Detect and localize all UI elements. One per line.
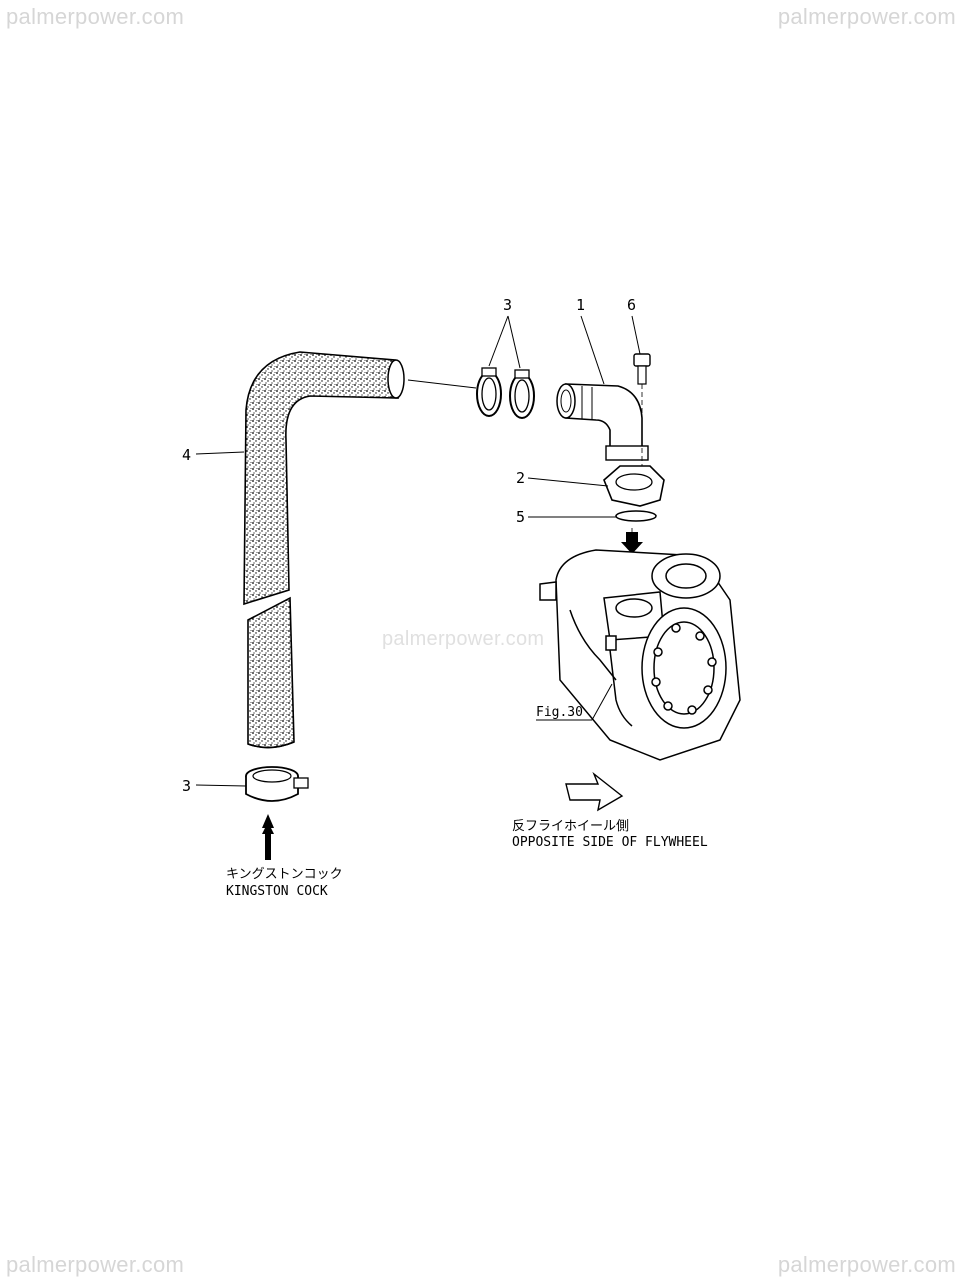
up-arrow-icon bbox=[262, 814, 274, 860]
watermark-top-right: palmerpower.com bbox=[777, 4, 956, 29]
watermark-bottom-left: palmerpower.com bbox=[6, 1252, 185, 1277]
hose-clamp-pair bbox=[476, 367, 535, 419]
callout-3-top: 3 bbox=[503, 296, 512, 314]
pump-assembly bbox=[539, 549, 741, 761]
opposite-side-en: OPPOSITE SIDE OF FLYWHEEL bbox=[512, 835, 708, 850]
kingston-cock-en: KINGSTON COCK bbox=[226, 884, 328, 899]
hose-clamp-bottom bbox=[245, 766, 309, 802]
callout-5: 5 bbox=[516, 508, 525, 526]
callout-6: 6 bbox=[627, 296, 636, 314]
flange-part-2 bbox=[603, 465, 665, 507]
watermark-bottom-right: palmerpower.com bbox=[777, 1252, 956, 1277]
callout-1: 1 bbox=[576, 296, 585, 314]
right-arrow-icon bbox=[565, 771, 624, 812]
callout-2: 2 bbox=[516, 469, 525, 487]
o-ring-part-5 bbox=[615, 510, 657, 522]
callout-4: 4 bbox=[182, 446, 191, 464]
kingston-cock-jp: キングストンコック bbox=[226, 867, 343, 882]
leader-lines bbox=[195, 315, 641, 787]
bolt-part-6 bbox=[633, 353, 651, 498]
callout-3-bottom: 3 bbox=[182, 777, 191, 795]
watermark-top-left: palmerpower.com bbox=[6, 4, 185, 29]
hose-part-4 bbox=[243, 351, 405, 749]
elbow-pipe-part-1 bbox=[556, 383, 649, 461]
fig-reference: Fig.30 bbox=[536, 705, 583, 720]
opposite-side-jp: 反フライホイール側 bbox=[512, 819, 629, 834]
watermark-center: palmerpower.com bbox=[382, 628, 545, 650]
